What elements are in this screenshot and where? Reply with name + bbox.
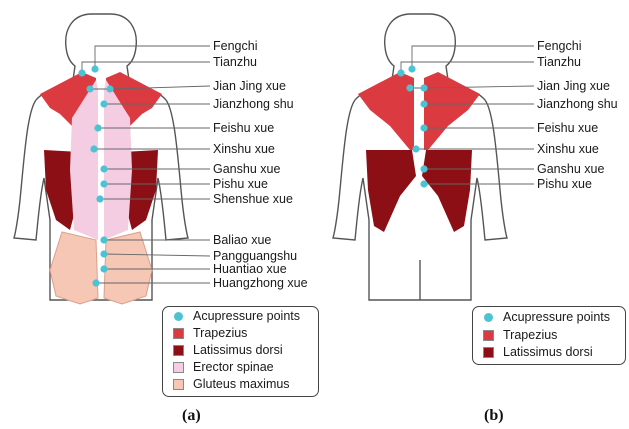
point-tianzhu-a [78,69,85,76]
point-baliao-a [100,236,107,243]
legend-a-item-erector: Erector spinae [173,359,274,375]
legend-a-label-latissimus: Latissimus dorsi [193,343,283,357]
point-jianzhong-b [420,100,427,107]
legend-a-item-latissimus: Latissimus dorsi [173,342,283,358]
label-jian-jing-a: Jian Jing xue [213,79,286,93]
point-jian-jing-b [406,84,413,91]
latissimus-right-b [422,150,472,232]
point-pishu-a [100,180,107,187]
legend-b-label-acupressure: Acupressure points [503,310,610,324]
label-huangzhong-a: Huangzhong xue [213,276,308,290]
label-ganshu-a: Ganshu xue [213,162,280,176]
point-ganshu-b [420,165,427,172]
latissimus-swatch-icon [483,347,494,358]
legend-a-item-trapezius: Trapezius [173,325,247,341]
point-ganshu-a [100,165,107,172]
legend-b-item-acupressure: Acupressure points [483,309,610,325]
label-pangguangshu-a: Pangguangshu [213,249,297,263]
point-xinshu-a [90,145,97,152]
legend-b: Acupressure points Trapezius Latissimus … [472,306,626,365]
label-xinshu-a: Xinshu xue [213,142,275,156]
gluteus-swatch-icon [173,379,184,390]
label-jianzhong-b: Jianzhong shu [537,97,618,111]
point-pangguangshu-a [100,250,107,257]
label-pishu-b: Pishu xue [537,177,592,191]
legend-a: Acupressure points Trapezius Latissimus … [162,306,319,397]
label-xinshu-b: Xinshu xue [537,142,599,156]
label-feishu-a: Feishu xue [213,121,274,135]
caption-a: (a) [182,407,201,425]
caption-b: (b) [484,407,504,425]
label-jian-jing-b: Jian Jing xue [537,79,610,93]
point-huantiao-a [100,265,107,272]
legend-a-label-gluteus: Gluteus maximus [193,377,290,391]
point-huangzhong-a [92,279,99,286]
point-fengchi-b [408,65,415,72]
legend-a-label-erector: Erector spinae [193,360,274,374]
label-fengchi-b: Fengchi [537,39,581,53]
legend-a-item-acupressure: Acupressure points [173,308,300,324]
legend-b-label-latissimus: Latissimus dorsi [503,345,593,359]
acupressure-dot-icon [484,313,493,322]
gluteus-left-a [50,232,98,304]
label-fengchi-a: Fengchi [213,39,257,53]
legend-a-label-trapezius: Trapezius [193,326,247,340]
trapezius-left-b [358,72,414,150]
body-outline-b [333,14,507,300]
acupressure-dot-icon [174,312,183,321]
point-shenshu-a [96,195,103,202]
trapezius-swatch-icon [483,330,494,341]
muscles-b [358,72,480,232]
label-pishu-a: Pishu xue [213,177,268,191]
point-tianzhu-b [397,69,404,76]
trapezius-right-b [424,72,480,150]
label-feishu-b: Feishu xue [537,121,598,135]
point-feishu-a [94,124,101,131]
label-tianzhu-a: Tianzhu [213,55,257,69]
erector-swatch-icon [173,362,184,373]
point-jian-jing-r-b [420,84,427,91]
label-ganshu-b: Ganshu xue [537,162,604,176]
legend-b-item-latissimus: Latissimus dorsi [483,344,593,360]
point-feishu-b [420,124,427,131]
legend-b-item-trapezius: Trapezius [483,327,557,343]
trapezius-swatch-icon [173,328,184,339]
label-huantiao-a: Huantiao xue [213,262,287,276]
legend-b-label-trapezius: Trapezius [503,328,557,342]
latissimus-swatch-icon [173,345,184,356]
legend-a-label-acupressure: Acupressure points [193,309,300,323]
point-xinshu-b [412,145,419,152]
label-baliao-a: Baliao xue [213,233,271,247]
gluteus-right-a [104,232,152,304]
legend-a-item-gluteus: Gluteus maximus [173,376,290,392]
label-shenshue-a: Shenshue xue [213,192,293,206]
latissimus-left-b [366,150,416,232]
body-outline-a [14,14,188,300]
point-jian-jing-a [86,85,93,92]
label-jianzhong-a: Jianzhong shu [213,97,294,111]
point-jian-jing-r-a [106,85,113,92]
point-fengchi-a [91,65,98,72]
point-jianzhong-a [100,100,107,107]
label-tianzhu-b: Tianzhu [537,55,581,69]
point-pishu-b [420,180,427,187]
